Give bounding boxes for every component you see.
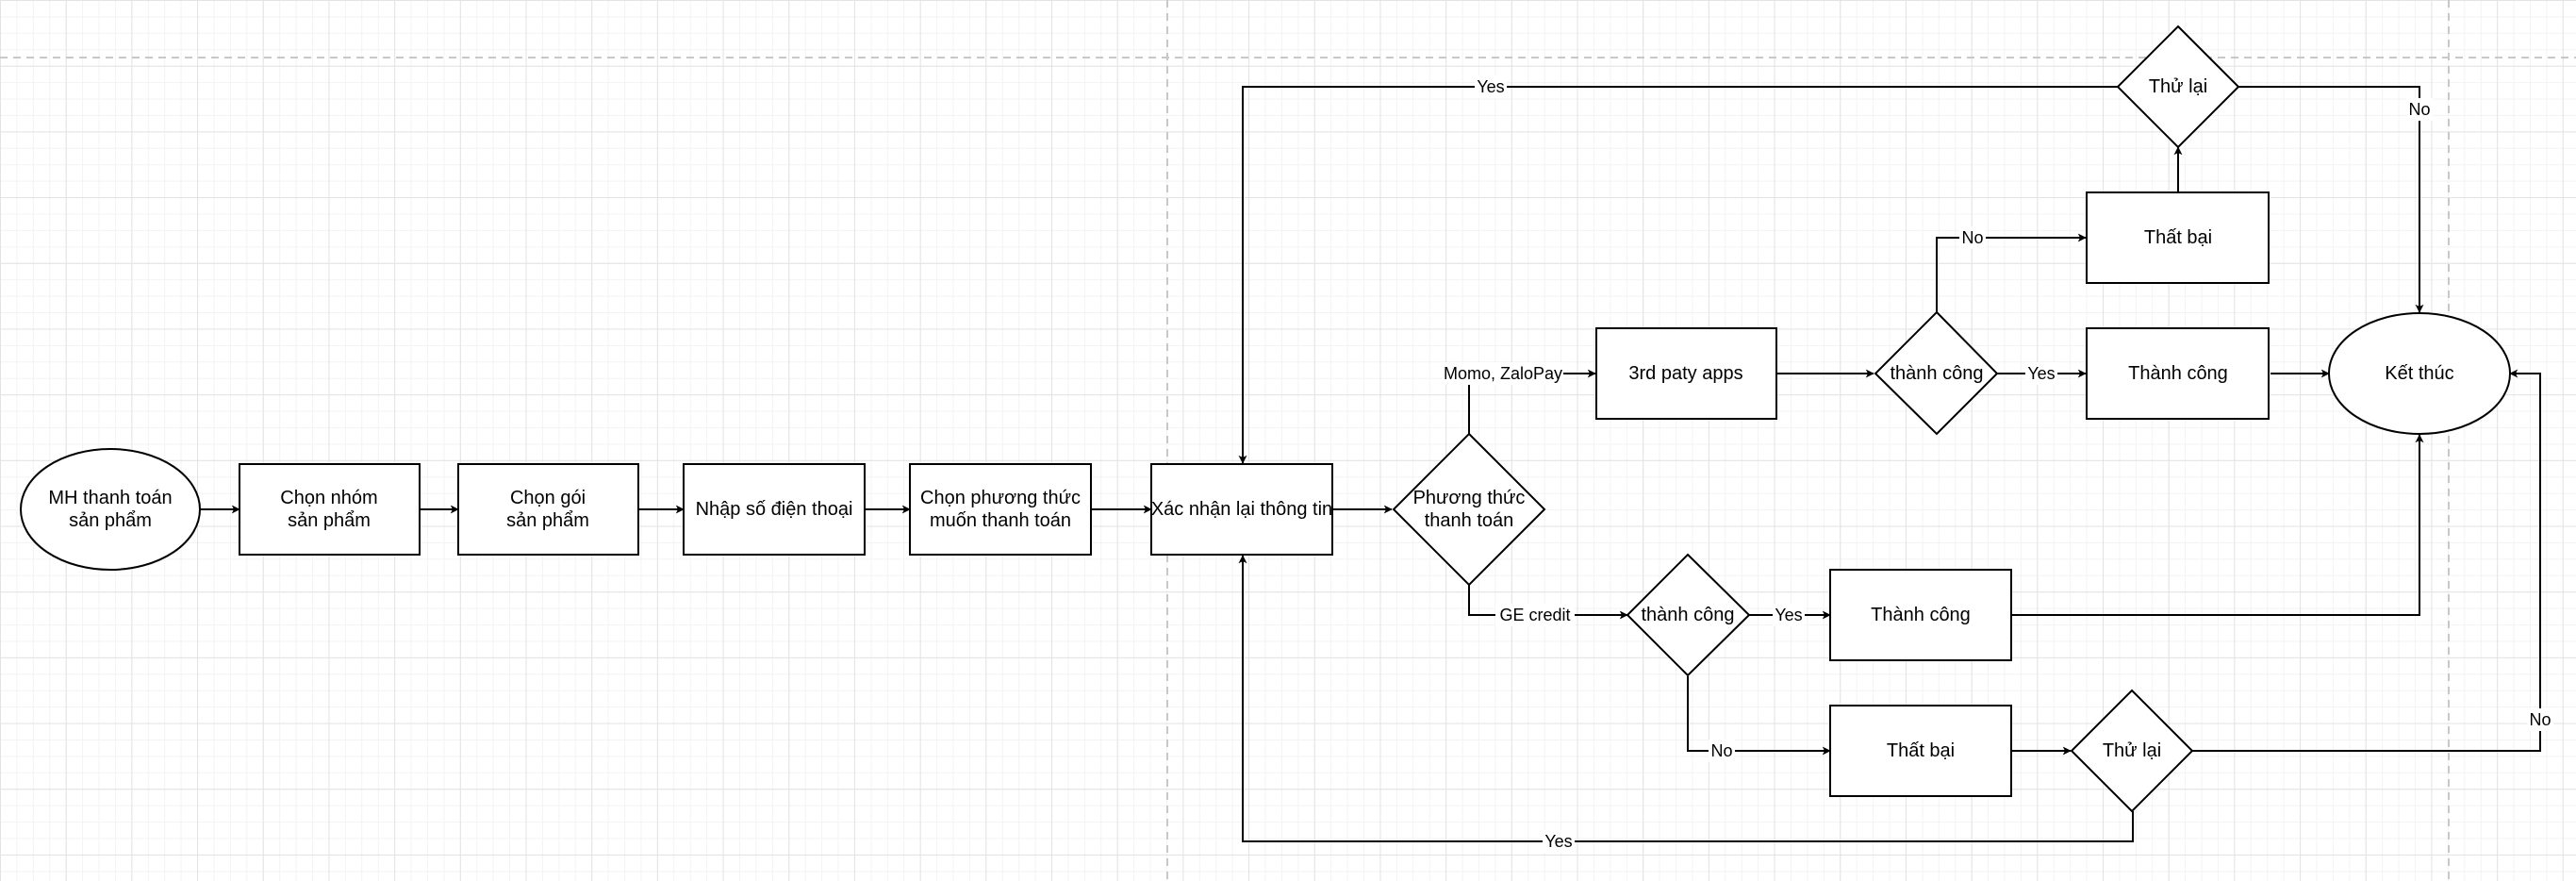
node-phuong-thuc-thanh-toan[interactable]: Phương thức thanh toán — [1392, 432, 1546, 587]
node-shape[interactable] — [2116, 25, 2240, 149]
edge-thu-lai-top-no[interactable] — [2238, 86, 2424, 313]
node-shape[interactable] — [909, 463, 1092, 556]
edge-label-text: Yes — [2027, 364, 2055, 383]
edge-label-momo-zalopay: Momo, ZaloPay — [1443, 362, 1563, 385]
edge-label-background — [1543, 830, 1575, 853]
node-label: Chọn phương thức — [920, 488, 1081, 508]
node-ket-thuc[interactable]: Kết thúc — [2328, 312, 2511, 435]
node-3rd-party-apps[interactable]: 3rd paty apps — [1595, 327, 1777, 420]
edge-labels: Momo, ZaloPay GE credit Yes No No Yes Ye… — [1443, 75, 2553, 853]
node-shape[interactable] — [2086, 327, 2270, 420]
connectors — [200, 86, 2541, 842]
edge-check-bottom-no[interactable] — [1687, 676, 1831, 756]
node-label: Thành công — [1871, 605, 1971, 625]
edge-label-text: No — [2529, 710, 2551, 729]
edge-label-top-retry-yes: Yes — [1475, 75, 1507, 98]
edge-thu-lai-bottom-no[interactable] — [2191, 369, 2541, 752]
edge-label-text: Yes — [1775, 606, 1802, 624]
edge-label-bottom-check-no: No — [1709, 740, 1735, 762]
node-xac-nhan-lai-thong-tin[interactable]: Xác nhận lại thông tin — [1150, 463, 1333, 556]
node-shape[interactable] — [1626, 553, 1751, 677]
node-label: thành công — [1642, 605, 1735, 625]
node-shape[interactable] — [457, 463, 639, 556]
node-shape[interactable] — [1874, 310, 1999, 436]
node-label: Thử lại — [2149, 76, 2207, 97]
edge-label-bottom-retry-no: No — [2527, 708, 2553, 731]
node-thanh-cong-decision-top[interactable]: thành công — [1874, 310, 1999, 436]
edge-label-background — [1443, 362, 1563, 385]
node-label: sản phẩm — [506, 510, 589, 531]
node-thanh-cong-bottom[interactable]: Thành công — [1829, 569, 2012, 661]
node-shape[interactable] — [239, 463, 421, 556]
node-shape[interactable] — [1392, 432, 1546, 587]
edge-label-background — [1475, 75, 1507, 98]
node-shape[interactable] — [2070, 689, 2194, 813]
edge-label-background — [1959, 226, 1986, 249]
node-shape[interactable] — [1829, 705, 2012, 797]
node-nhap-so-dien-thoai[interactable]: Nhập số điện thoại — [683, 463, 866, 556]
edge-label-background — [2406, 98, 2433, 121]
node-label: Thất bại — [2144, 227, 2212, 248]
edge-label-text: No — [1710, 741, 1732, 760]
node-thanh-cong-decision-bottom[interactable]: thành công — [1626, 553, 1751, 677]
node-shape[interactable] — [1150, 463, 1333, 556]
node-label: sản phẩm — [69, 510, 152, 531]
edge-thu-lai-top-yes[interactable] — [1238, 86, 2118, 464]
node-label: Nhập số điện thoại — [696, 499, 853, 520]
edge-label-top-check-yes: Yes — [2025, 362, 2057, 385]
node-that-bai-top[interactable]: Thất bại — [2086, 191, 2270, 284]
edge-label-bottom-check-yes: Yes — [1773, 604, 1805, 626]
node-label: Thất bại — [1887, 740, 1955, 761]
node-label: 3rd paty apps — [1628, 363, 1742, 384]
node-chon-phuong-thuc[interactable]: Chọn phương thức muốn thanh toán — [909, 463, 1092, 556]
edge-label-text: No — [1961, 228, 1983, 247]
node-label: Phương thức — [1413, 488, 1526, 508]
node-that-bai-bottom[interactable]: Thất bại — [1829, 705, 2012, 797]
node-shape[interactable] — [1595, 327, 1777, 420]
edge-label-text: Yes — [1477, 77, 1504, 96]
edge-label-top-retry-no: No — [2406, 98, 2433, 121]
edge-thanh-cong-bottom-to-ket-thuc[interactable] — [2011, 434, 2424, 616]
node-shape[interactable] — [683, 463, 866, 556]
node-label: muốn thanh toán — [930, 510, 1071, 531]
node-label: MH thanh toán — [48, 488, 172, 508]
edge-label-background — [1495, 604, 1575, 626]
edge-label-bottom-retry-yes: Yes — [1543, 830, 1575, 853]
node-label: Thử lại — [2103, 740, 2161, 761]
node-label: thanh toán — [1425, 510, 1514, 531]
node-shape[interactable] — [1829, 569, 2012, 661]
edge-thu-lai-bottom-yes[interactable] — [1238, 555, 2134, 842]
node-label: Kết thúc — [2385, 363, 2453, 384]
node-label: Thành công — [2128, 363, 2228, 384]
node-chon-goi[interactable]: Chọn gói sản phẩm — [457, 463, 639, 556]
node-mh-thanh-toan[interactable]: MH thanh toán sản phẩm — [20, 448, 201, 571]
node-label: Xác nhận lại thông tin — [1151, 499, 1332, 520]
edge-label-top-check-no: No — [1959, 226, 1986, 249]
node-label: sản phẩm — [288, 510, 371, 531]
node-thanh-cong-top[interactable]: Thành công — [2086, 327, 2270, 420]
edge-label-text: GE credit — [1499, 606, 1570, 624]
node-label: Chọn nhóm — [280, 488, 377, 508]
node-shape[interactable] — [20, 448, 201, 571]
edge-label-background — [1773, 604, 1805, 626]
node-thu-lai-bottom[interactable]: Thử lại — [2070, 689, 2194, 813]
node-shape[interactable] — [2086, 191, 2270, 284]
node-thu-lai-top[interactable]: Thử lại — [2116, 25, 2240, 149]
edge-label-background — [2527, 708, 2553, 731]
edge-label-background — [2025, 362, 2057, 385]
node-chon-nhom[interactable]: Chọn nhóm sản phẩm — [239, 463, 421, 556]
edge-label-text: No — [2408, 100, 2430, 119]
edge-label-background — [1709, 740, 1735, 762]
edge-label-text: Yes — [1544, 832, 1572, 851]
edge-label-text: Momo, ZaloPay — [1444, 364, 1562, 383]
node-label: thành công — [1891, 363, 1984, 384]
edge-label-ge-credit: GE credit — [1495, 604, 1575, 626]
edge-check-top-no[interactable] — [1936, 233, 2087, 312]
node-label: Chọn gói — [510, 488, 586, 508]
node-shape[interactable] — [2328, 312, 2511, 435]
